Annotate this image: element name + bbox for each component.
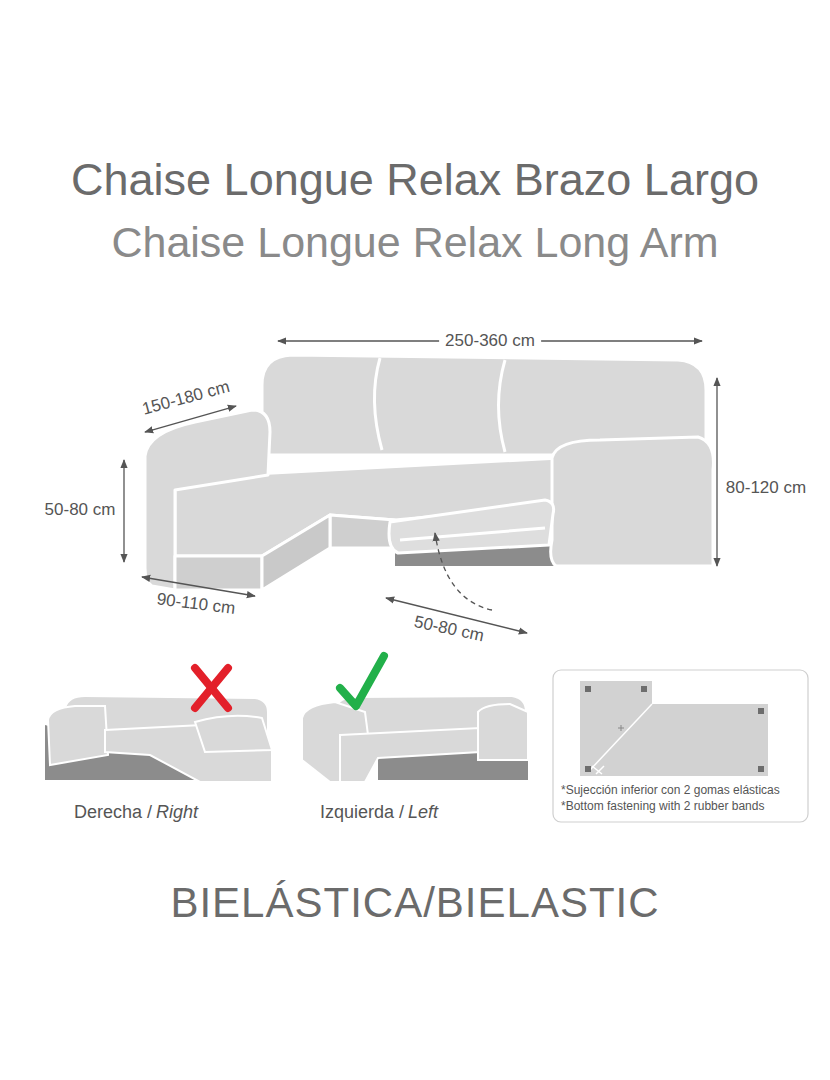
sofa-left-thumbnail — [302, 696, 528, 782]
dimension-label: 90-110 cm — [156, 589, 237, 618]
side-label: Left — [408, 802, 438, 823]
dimension-label: 50-80 cm — [45, 500, 116, 520]
title: Chaise Longue Relax Brazo Largo — [71, 154, 759, 206]
wrong-mark — [195, 668, 228, 708]
note-text: *Sujección inferior con 2 gomas elástica… — [561, 782, 800, 798]
side-label: Derecha / — [74, 802, 152, 823]
subtitle: Chaise Longue Relax Long Arm — [111, 218, 718, 267]
side-label: Right — [156, 802, 198, 823]
fastening-illustration — [553, 670, 808, 822]
side-label: Izquierda / — [320, 802, 404, 823]
sofa-right-thumbnail — [45, 696, 272, 782]
check-mark — [340, 656, 384, 706]
caption: BIELÁSTICA/BIELASTIC — [170, 879, 659, 927]
dimension-label: 80-120 cm — [726, 478, 806, 498]
note-box: *Sujección inferior con 2 gomas elástica… — [553, 670, 808, 822]
dimension-label: 50-80 cm — [412, 612, 485, 646]
note-text: *Bottom fastening with 2 rubber bands — [561, 798, 800, 814]
dimension-label: 150-180 cm — [140, 377, 232, 419]
dimension-lines — [124, 341, 717, 633]
dimension-label: 250-360 cm — [439, 331, 541, 351]
